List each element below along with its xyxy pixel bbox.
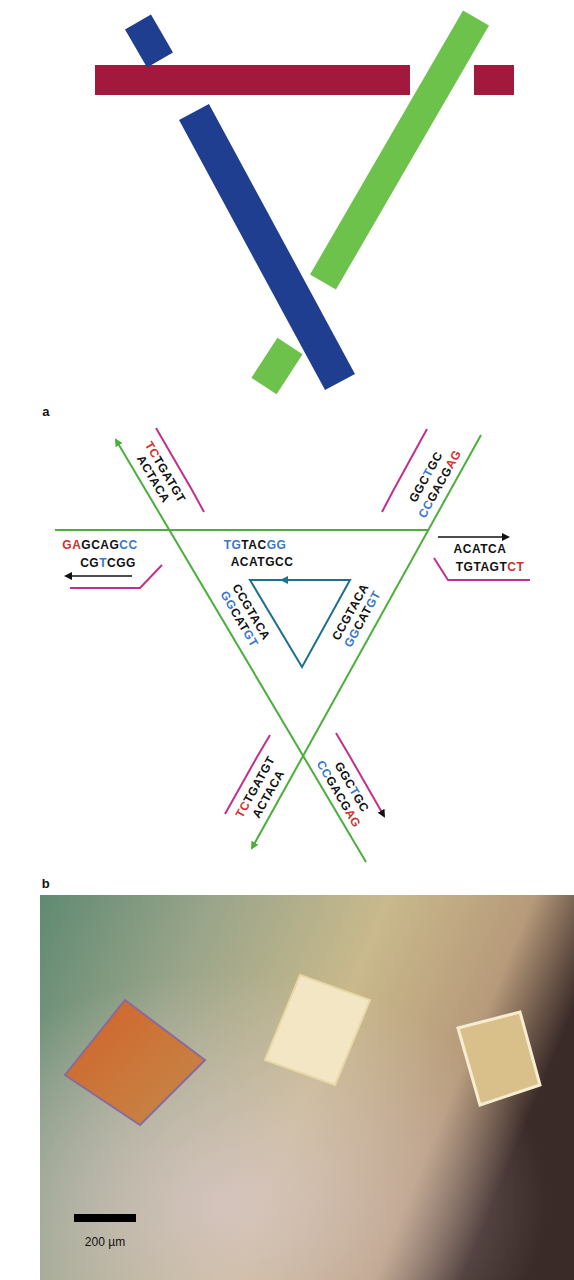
strand-arrow xyxy=(438,536,508,538)
triangle-illustration xyxy=(95,18,514,386)
photo-ground xyxy=(40,895,574,1280)
sequence-schematic xyxy=(55,428,530,862)
base-run: TAC xyxy=(241,538,266,552)
base-sequence: ACATGCC xyxy=(231,556,294,568)
green-helix xyxy=(323,18,476,282)
blue-helix xyxy=(138,22,160,60)
crystal-photo xyxy=(40,895,574,1280)
strand-arrow xyxy=(66,575,132,577)
base-sequence: TGTACGG xyxy=(224,539,287,551)
base-run: TGTAGT xyxy=(456,560,507,574)
crystal xyxy=(265,975,370,1085)
base-sequence: ACATCA xyxy=(454,543,507,555)
red-helix xyxy=(95,65,410,95)
panel-letter: b xyxy=(42,877,50,890)
panel-letter: a xyxy=(42,405,50,418)
base-run: GA xyxy=(62,538,81,552)
base-sequence: GAGCAGCC xyxy=(62,539,137,551)
base-run: CGG xyxy=(107,556,136,570)
scale-label: 200 µm xyxy=(85,1236,125,1248)
base-run: GCAG xyxy=(81,538,119,552)
strand-line xyxy=(55,529,428,531)
photo-glow xyxy=(40,895,574,1280)
base-sequence: CGTCGG xyxy=(80,557,136,569)
base-run: T xyxy=(99,556,107,570)
base-sequence: TGTAGTCT xyxy=(456,561,524,573)
blue-helix xyxy=(194,112,340,382)
strand-arrow xyxy=(282,579,320,581)
sticky-bracket xyxy=(434,558,530,580)
scale-bar xyxy=(74,1214,136,1222)
red-helix xyxy=(474,65,514,95)
green-helix xyxy=(264,346,290,386)
crystal xyxy=(458,1012,540,1105)
strand-line xyxy=(116,440,366,862)
crystal xyxy=(65,1000,205,1125)
base-run: TG xyxy=(224,538,242,552)
base-run: CT xyxy=(507,560,524,574)
base-run: GG xyxy=(267,538,287,552)
base-run: CG xyxy=(80,556,99,570)
base-run: CC xyxy=(119,538,137,552)
